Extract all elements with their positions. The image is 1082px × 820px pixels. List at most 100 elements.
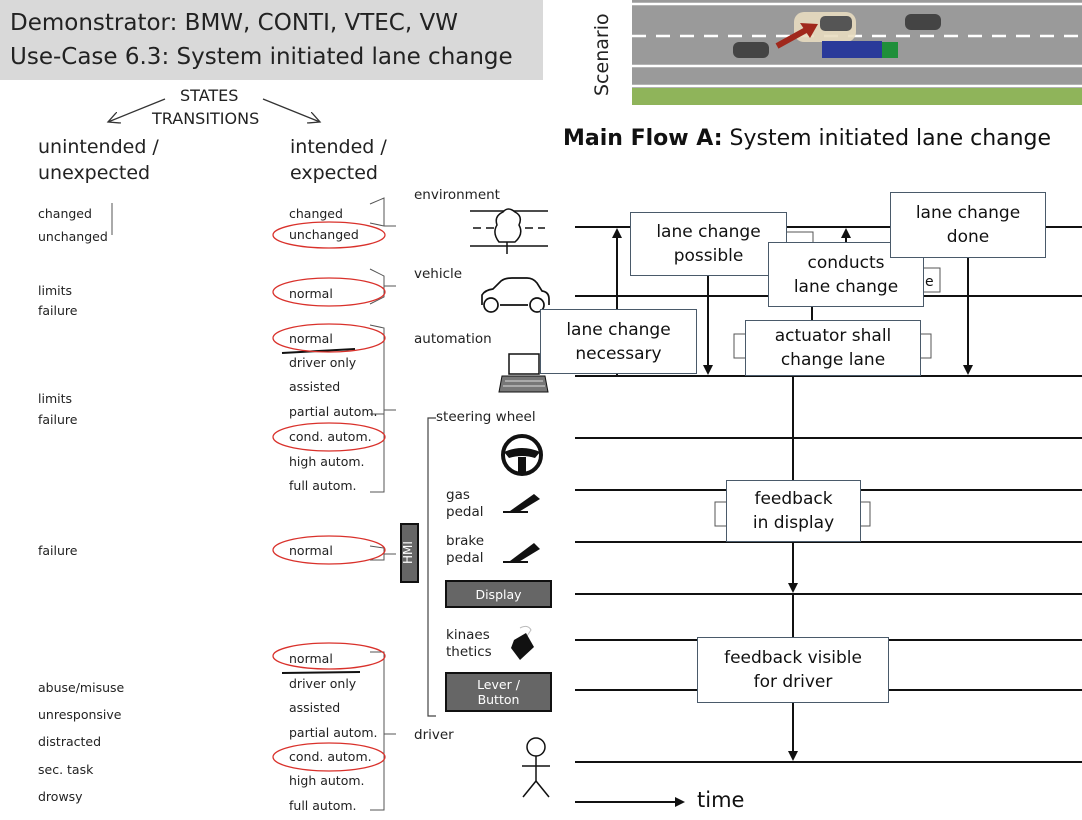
title-line-2: Use-Case 6.3: System initiated lane chan… <box>10 44 513 70</box>
unintended-header-line1: unintended / <box>38 136 159 158</box>
intended-driver-0: normal <box>289 651 333 666</box>
box-lane-change-possible-line2: possible <box>673 246 744 266</box>
box-necessary-line1: lane change <box>566 319 671 340</box>
unintended-driver-4: drowsy <box>38 789 83 804</box>
intended-automation-3: partial autom. <box>289 404 378 419</box>
states-arrow-left <box>108 98 166 122</box>
intended-automation-4: cond. autom. <box>289 429 372 444</box>
box-actuator-shall-change-lane: actuator shall change lane <box>745 320 921 376</box>
unintended-automation-0: limits <box>38 391 73 406</box>
ellipse-vehicle-normal <box>272 277 386 307</box>
box-feedback-visible-line2: for driver <box>753 672 833 692</box>
ellipse-display-normal <box>272 535 386 565</box>
intended-driver-3: partial autom. <box>289 725 378 740</box>
box-feedback-visible-for-driver: feedback visible for driver <box>697 637 889 703</box>
intended-automation-5: high autom. <box>289 454 365 469</box>
intended-driver-5: high autom. <box>289 773 365 788</box>
box-conducts-lane-change: conducts lane change <box>768 242 924 307</box>
unintended-driver-2: distracted <box>38 734 102 749</box>
ellipse-automation-normal <box>272 323 386 353</box>
grass-strip <box>632 88 1082 105</box>
box-done-line2: done <box>946 227 990 247</box>
box-done-line1: lane change <box>915 203 1021 223</box>
unintended-automation-1: failure <box>38 412 78 427</box>
truck-cab <box>882 42 898 58</box>
intended-vehicle-0: normal <box>289 286 333 301</box>
scenario-label: Scenario <box>591 13 613 97</box>
component-gas-pedal-line2: pedal <box>446 504 484 520</box>
component-environment: environment <box>414 187 500 203</box>
lever-button-line2: Button <box>477 692 520 707</box>
transitions-label: TRANSITIONS <box>152 109 260 128</box>
main-flow-bold: Main Flow A: <box>563 126 723 151</box>
box-feedback-in-display: feedback in display <box>726 480 861 542</box>
box-necessary-line2: necessary <box>575 343 662 364</box>
title-box: Demonstrator: BMW, CONTI, VTEC, VW Use-C… <box>0 0 543 80</box>
unintended-driver-3: sec. task <box>38 762 94 777</box>
display-component-box: Display <box>445 580 552 608</box>
intended-driver-4: cond. autom. <box>289 749 372 764</box>
icon-brake-pedal-icon <box>503 543 540 563</box>
hmi-bracket <box>427 417 436 717</box>
icon-laptop-icon <box>498 353 549 393</box>
intended-header-line1: intended / <box>290 136 387 158</box>
road-lower <box>632 65 1082 88</box>
intended-automation-2: assisted <box>289 379 341 394</box>
hmi-label: HMI <box>401 541 415 565</box>
box-feedback-visible-line1: feedback visible <box>724 648 862 668</box>
component-vehicle: vehicle <box>414 266 463 282</box>
hmi-bar <box>400 523 419 583</box>
driver-divider <box>281 671 361 674</box>
intended-display-0: normal <box>289 543 333 558</box>
component-kinaesthetics-line2: thetics <box>446 644 492 660</box>
box-lane-change-done: lane change done <box>890 192 1046 258</box>
unintended-driver-0: abuse/misuse <box>38 680 125 695</box>
icon-person-icon <box>522 737 550 798</box>
component-steering-wheel: steering wheel <box>436 409 536 425</box>
box-conducts-line2: lane change <box>793 276 899 297</box>
highlight-ellipses <box>272 221 386 772</box>
box-lane-change-possible: lane change possible <box>630 212 787 276</box>
states-label: STATES <box>180 86 239 105</box>
box-conducts-line1: conducts <box>807 252 885 273</box>
unintended-driver-1: unresponsive <box>38 707 122 722</box>
box-feedback-display-line2: in display <box>752 513 835 533</box>
intended-automation-6: full autom. <box>289 478 357 493</box>
box-actuator-line1: actuator shall <box>774 326 892 346</box>
intended-driver-1: driver only <box>289 676 357 691</box>
partial-box-fragment: e <box>925 274 934 290</box>
icon-steering-wheel-icon <box>501 434 543 476</box>
main-flow-title: Main Flow A: System initiated lane chang… <box>563 126 1051 151</box>
unintended-env-1: unchanged <box>38 229 108 244</box>
ellipse-automation-cond <box>272 422 386 452</box>
automation-divider <box>281 348 356 354</box>
time-label: time <box>697 788 745 812</box>
lane-change-arrow-shaft <box>775 27 808 49</box>
car-target <box>820 16 852 31</box>
unintended-vehicle-1: failure <box>38 303 78 318</box>
icon-gas-pedal-icon <box>503 494 540 513</box>
icon-kinaesthetics-icon <box>511 625 534 660</box>
scenario-illustration <box>632 0 1082 105</box>
icon-car-icon <box>481 277 550 313</box>
intended-env-0: changed <box>289 206 343 221</box>
ellipse-env-unchanged <box>272 221 386 249</box>
truck-trailer <box>822 41 882 58</box>
ego-car <box>733 42 769 58</box>
box-feedback-display-line1: feedback <box>754 489 833 509</box>
lever-button-component-box: Lever / Button <box>445 672 552 712</box>
box-actuator-line2: change lane <box>780 350 886 370</box>
intended-automation-1: driver only <box>289 355 357 370</box>
component-brake-pedal-line1: brake <box>446 533 485 549</box>
component-gas-pedal-line1: gas <box>446 487 470 503</box>
main-flow-text: System initiated lane change <box>722 126 1052 151</box>
states-arrow-right <box>262 98 320 122</box>
ellipse-driver-cond <box>272 742 386 772</box>
component-kinaesthetics-line1: kinaes <box>446 627 490 643</box>
unintended-vehicle-0: limits <box>38 283 73 298</box>
intended-driver-2: assisted <box>289 700 341 715</box>
component-automation: automation <box>414 331 492 347</box>
intended-env-1: unchanged <box>289 227 359 242</box>
ellipse-driver-normal <box>272 642 386 670</box>
